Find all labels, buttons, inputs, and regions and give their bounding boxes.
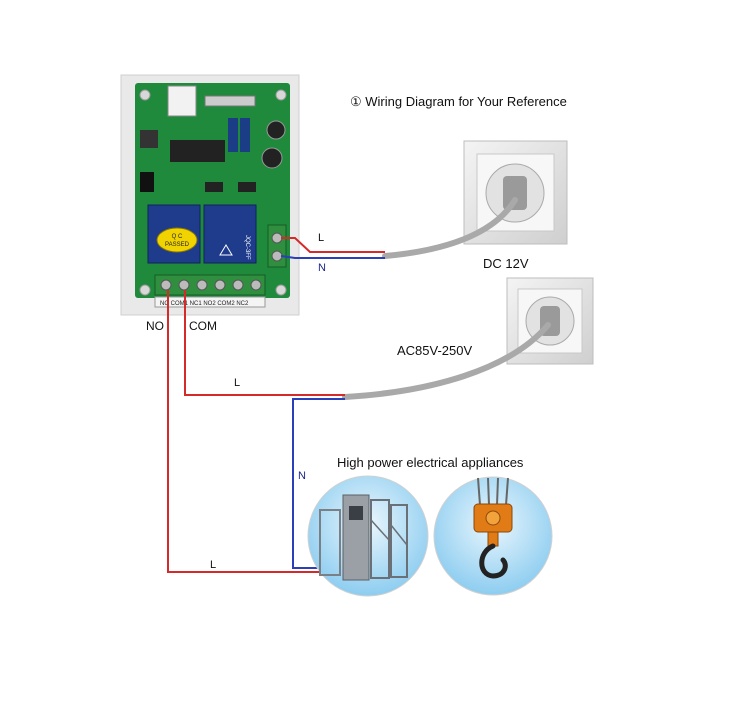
wall-socket-icon — [463, 140, 568, 245]
wire-label-l-bottom: L — [210, 559, 217, 571]
ac-live-to-com-wire — [184, 290, 345, 396]
dc-voltage-label: DC 12V — [483, 256, 529, 271]
svg-text:Q C: Q C — [172, 234, 183, 240]
ac-voltage-label: AC85V-250V — [397, 343, 473, 358]
svg-text:PASSED: PASSED — [165, 242, 190, 248]
dc-live-wire — [281, 237, 385, 253]
crane-hook-icon — [433, 476, 553, 596]
wire-label-l-top: L — [318, 232, 325, 244]
appliances-label: High power electrical appliances — [337, 455, 524, 470]
svg-text:NO COM1 NC1 NO2 COM2 NC2: NO COM1 NC1 NO2 COM2 NC2 — [160, 301, 249, 307]
ac-cable — [342, 322, 551, 400]
dc-cable — [382, 197, 518, 259]
no-to-appliance-wire — [167, 290, 330, 573]
diagram-title: ① Wiring Diagram for Your Reference — [350, 94, 567, 109]
terminal-com-label: COM — [189, 319, 217, 333]
terminal-no-label: NO — [146, 319, 164, 333]
ac-neutral-wire — [292, 398, 345, 569]
wire-label-n-top: N — [318, 262, 326, 274]
svg-text:JQC-3FF: JQC-3FF — [244, 235, 250, 260]
wire-label-n-mid: N — [298, 470, 306, 482]
relay-board-image: Q C PASSED JQC-3FF NO COM1 NC1 NO2 COM2 … — [120, 74, 300, 316]
wire-label-l-mid: L — [234, 377, 241, 389]
cabinet-appliance-icon — [307, 475, 429, 597]
dc-neutral-wire — [280, 255, 385, 259]
